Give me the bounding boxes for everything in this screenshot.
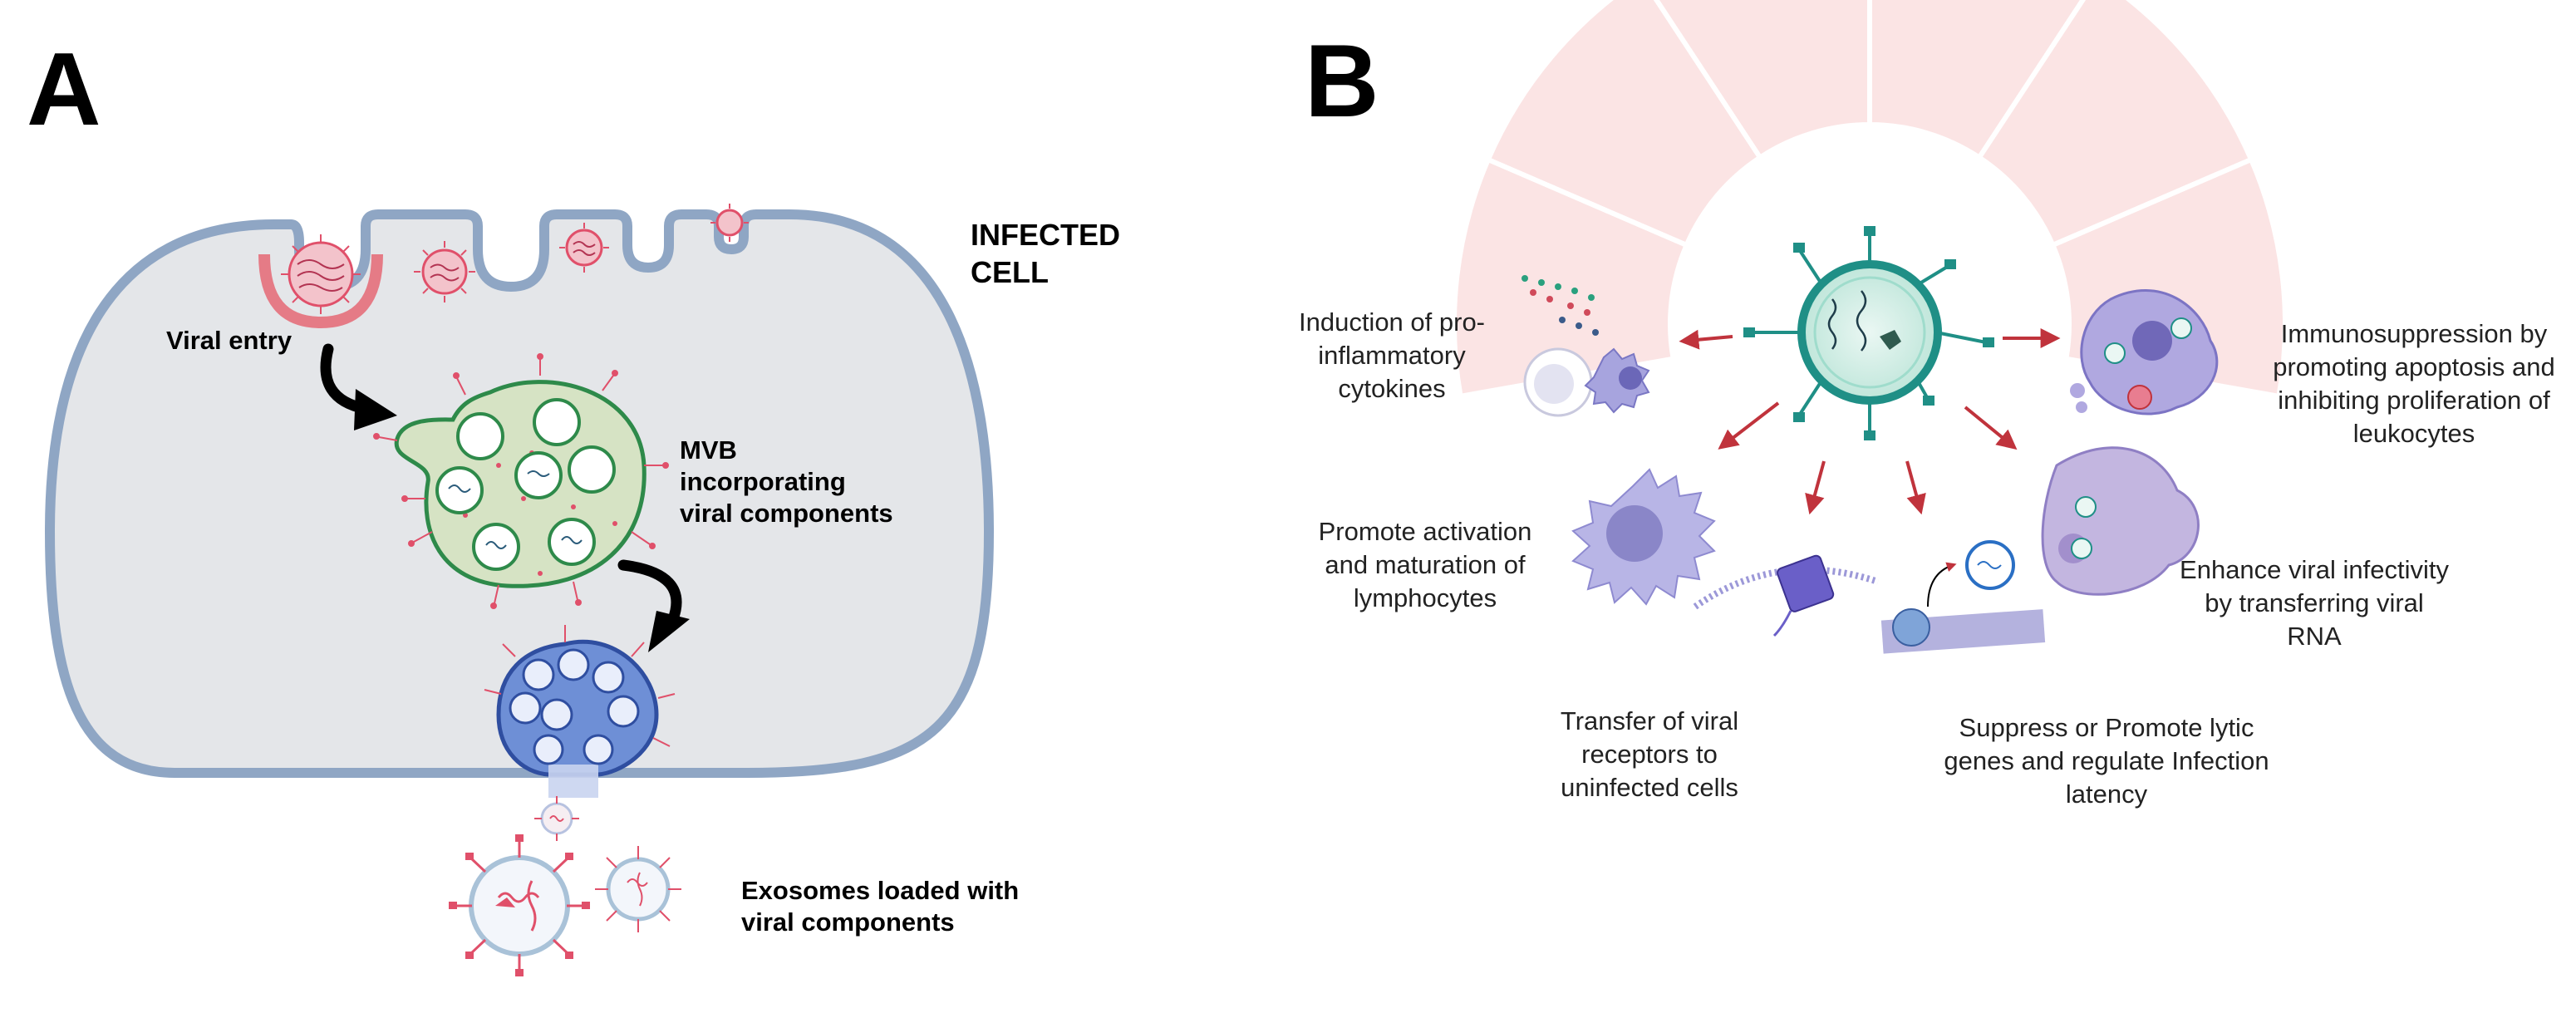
label-pro-inflammatory: Induction of pro- inflammatory cytokines (1299, 307, 1485, 403)
fan-segment (1452, 156, 1690, 400)
label-line: Immunosuppression by (2281, 319, 2548, 348)
label-line: genes and regulate Infection (1944, 746, 2269, 775)
virus-icon (559, 223, 609, 273)
viral-entry-label: Viral entry (166, 326, 293, 355)
label-activation: Promote activation and maturation of lym… (1319, 517, 1532, 612)
endocytic-pit (258, 253, 383, 329)
central-exosome (1743, 226, 1994, 440)
small-exosome (534, 796, 579, 841)
label-line: latency (2066, 779, 2148, 809)
label-line: Promote activation (1319, 517, 1532, 546)
intraluminal-vesicles (435, 398, 616, 571)
apoptotic-cell-icon (2070, 289, 2219, 416)
lytic-regulation-icon (1880, 540, 2046, 654)
cytokine-cell-icon (1522, 275, 1650, 417)
entering-virus-icon (281, 234, 361, 314)
mvb-label-line1: MVB (680, 435, 737, 465)
panel-b-letter: B (1305, 24, 1379, 139)
label-line: inhibiting proliferation of (2278, 386, 2550, 415)
label-line: receptors to (1581, 740, 1718, 769)
fan-segment (1867, 0, 2087, 161)
label-infectivity: Enhance viral infectivity by transferrin… (2180, 555, 2449, 651)
effect-arrow (1718, 401, 1780, 450)
label-line: lymphocytes (1354, 583, 1497, 612)
mvb-label-line3: viral components (680, 499, 893, 528)
panel-a: A (27, 32, 1120, 976)
label-line: Induction of pro- (1299, 307, 1485, 337)
dendritic-cell-icon (1571, 468, 1716, 606)
effect-arrow (1805, 460, 1826, 515)
label-line: cytokines (1338, 374, 1445, 403)
fan-segment (1653, 0, 1872, 161)
exosome-label-line2: viral components (741, 907, 955, 937)
exosome-label-line1: Exosomes loaded with (741, 876, 1019, 905)
infected-cell-title-line1: INFECTED (971, 218, 1120, 252)
effect-arrow (1905, 460, 1926, 515)
fan-segment (1975, 0, 2255, 248)
virus-icon (414, 241, 475, 302)
label-line: RNA (2287, 622, 2342, 651)
label-line: promoting apoptosis and (2273, 352, 2555, 381)
label-line: and maturation of (1325, 550, 1526, 579)
panel-a-letter: A (27, 32, 101, 147)
label-line: uninfected cells (1561, 773, 1738, 802)
fusion-arrow (617, 559, 690, 652)
label-line: leukocytes (2353, 419, 2475, 448)
label-line: by transferring viral (2205, 588, 2424, 617)
effect-arrow (1964, 406, 2018, 450)
effect-arrow (1679, 329, 1733, 350)
virus-icon (710, 204, 749, 242)
label-receptors: Transfer of viral receptors to uninfecte… (1561, 706, 1738, 802)
fan-segment (1484, 0, 1764, 248)
exosome-large (449, 834, 590, 976)
label-line: Enhance viral infectivity (2180, 555, 2449, 584)
label-lytic: Suppress or Promote lytic genes and regu… (1944, 713, 2269, 809)
label-line: Suppress or Promote lytic (1959, 713, 2254, 742)
entry-arrow (320, 343, 397, 430)
exosome-medium (595, 846, 681, 932)
panel-b: B (1299, 0, 2555, 809)
infectivity-cell-icon (2041, 446, 2200, 596)
mvb-body (373, 353, 669, 609)
receptor-transfer-icon (1693, 554, 1880, 637)
infected-cell-title-line2: CELL (971, 255, 1049, 289)
fusing-mvb (484, 625, 676, 798)
mvb-label-line2: incorporating (680, 467, 846, 496)
label-line: inflammatory (1318, 341, 1466, 370)
label-immunosuppression: Immunosuppression by promoting apoptosis… (2273, 319, 2555, 448)
label-line: Transfer of viral (1561, 706, 1738, 735)
